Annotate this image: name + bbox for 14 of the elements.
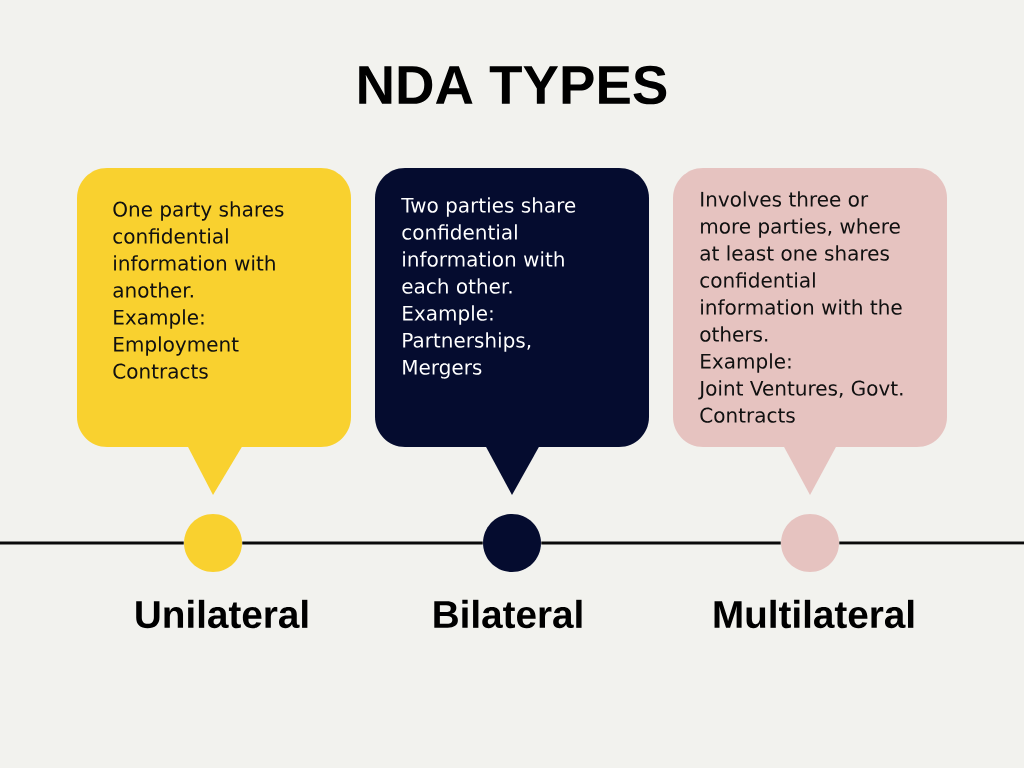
timeline-dot xyxy=(184,514,242,572)
type-label: Bilateral xyxy=(434,599,582,629)
speech-bubble: Involves three or more parties, where at least one shares confidential information with the others. Example: Joint Ventures, Govt. Contracts xyxy=(673,168,947,495)
timeline xyxy=(0,541,184,545)
timeline-dot xyxy=(483,514,541,572)
timeline-dot xyxy=(781,514,839,572)
timeline xyxy=(541,541,781,545)
speech-bubble: Two parties share confidential information with each other. Example: Partnerships, Mergers xyxy=(375,168,649,495)
timeline xyxy=(839,541,1024,545)
timeline xyxy=(242,541,483,545)
title: NDA TYPES xyxy=(359,65,667,105)
type-label: Multilateral xyxy=(714,599,914,629)
speech-bubble: One party shares confidential information with another. Example: Employment Contracts xyxy=(77,168,351,495)
type-label: Unilateral xyxy=(136,599,308,629)
